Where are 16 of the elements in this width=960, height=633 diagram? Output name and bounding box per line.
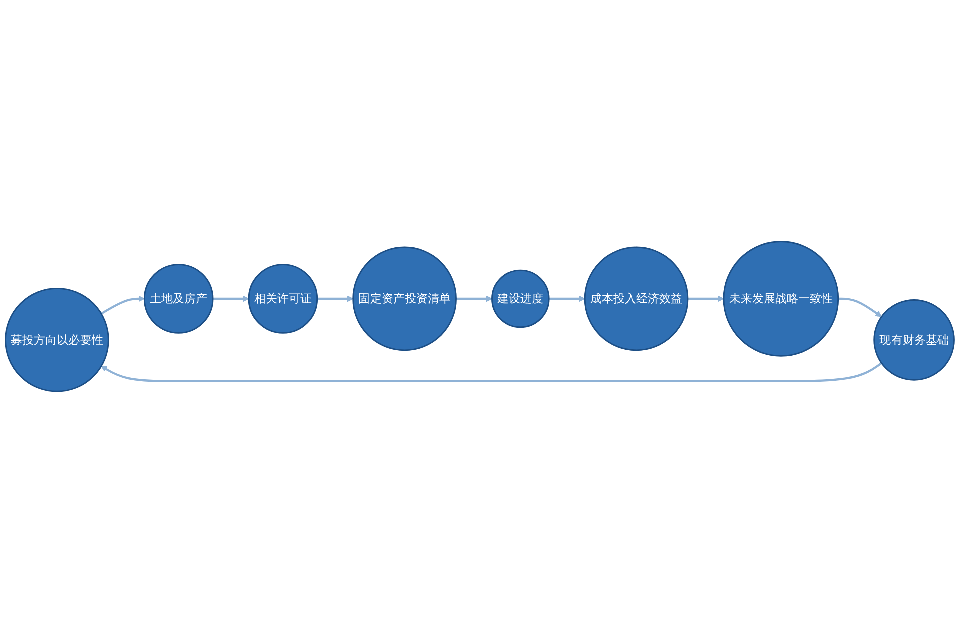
arrow <box>549 296 586 302</box>
arrow <box>838 298 882 318</box>
arrow <box>213 296 250 302</box>
arrow <box>456 296 493 302</box>
node-circle: 建设进度 <box>492 270 550 328</box>
node-circle: 未来发展战略一致性 <box>723 240 840 357</box>
arrow <box>100 296 145 315</box>
arrow <box>101 362 882 382</box>
arrow <box>688 296 724 302</box>
node-circle: 成本投入经济效益 <box>584 246 689 351</box>
node-circle: 土地及房产 <box>144 264 214 334</box>
node-circle: 相关许可证 <box>248 264 318 334</box>
node-circle: 固定资产投资清单 <box>352 246 457 351</box>
node-circle: 募投方向以必要性 <box>5 288 110 392</box>
arrow <box>317 296 354 302</box>
node-circle: 现有财务基础 <box>874 299 955 381</box>
